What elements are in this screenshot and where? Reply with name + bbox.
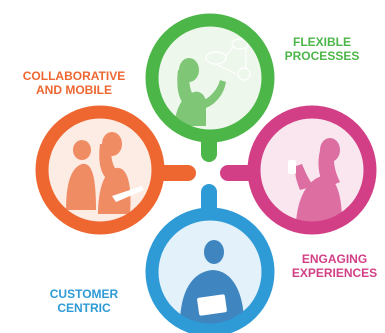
label-collaborative-and-mobile: COLLABORATIVE AND MOBILE — [4, 69, 144, 97]
ring-engaging-experiences — [247, 105, 377, 235]
label-flexible-processes-line-1: FLEXIBLE — [292, 35, 351, 49]
label-flexible-processes: FLEXIBLE PROCESSES — [272, 35, 372, 63]
label-engaging-experiences-line-1: ENGAGING — [301, 252, 368, 266]
woman-with-process-diagram-illustration — [174, 58, 226, 126]
ring-customer-centric — [145, 207, 275, 333]
label-engaging-experiences: ENGAGING EXPERIENCES — [282, 252, 385, 280]
two-people-with-laptop-illustration — [66, 132, 131, 214]
label-collaborative-and-mobile-line-1: COLLABORATIVE — [22, 69, 126, 83]
laptop-shape — [112, 186, 144, 202]
smartphone-shape — [288, 160, 296, 174]
ring-flexible-processes — [145, 13, 275, 143]
tablet-shape — [197, 294, 227, 316]
label-customer-centric-line-1: CUSTOMER — [49, 287, 119, 301]
label-flexible-processes-line-2: PROCESSES — [284, 49, 360, 63]
label-customer-centric: CUSTOMER CENTRIC — [24, 287, 144, 315]
woman-with-smartphone-illustration — [295, 138, 342, 222]
label-engaging-experiences-line-2: EXPERIENCES — [291, 266, 378, 280]
process-diagram-sketch — [205, 38, 251, 81]
label-collaborative-and-mobile-line-2: AND MOBILE — [36, 83, 112, 97]
label-customer-centric-line-2: CENTRIC — [57, 301, 111, 315]
ring-collaborative-and-mobile — [35, 105, 165, 235]
